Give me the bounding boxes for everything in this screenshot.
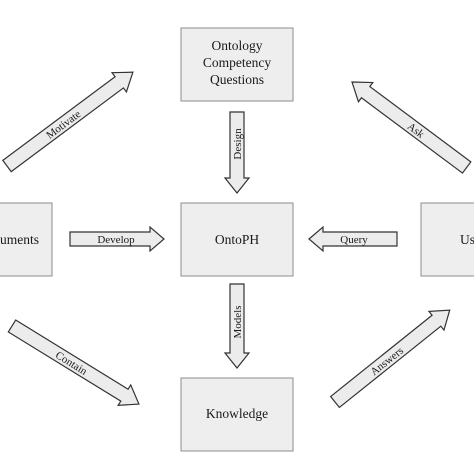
ask-arrow: Ask (351, 81, 472, 174)
models-label: Models (232, 306, 244, 339)
documents-label: uments (0, 232, 39, 247)
design-label: Design (232, 128, 244, 160)
competency-line-2: Competency (203, 55, 271, 70)
ontoph-box: OntoPH (180, 202, 294, 277)
develop-label: Develop (97, 234, 135, 246)
models-arrow (223, 283, 251, 369)
ontoph-label: OntoPH (215, 232, 260, 247)
users-label: Us (460, 232, 474, 247)
contain-arrow: Contain (7, 319, 140, 407)
design-arrow (223, 111, 251, 194)
motivate-arrow: Motivate (1, 71, 134, 173)
query-label: Query (340, 234, 368, 246)
develop-arrow: Develop (69, 225, 165, 253)
competency-line-1: Ontology (211, 38, 262, 53)
answers-arrow: Answers (329, 309, 451, 409)
knowledge-box: Knowledge (180, 377, 294, 452)
competency-line-3: Questions (210, 72, 264, 87)
knowledge-label: Knowledge (206, 406, 268, 421)
users-box: Us (420, 202, 474, 277)
query-arrow: Query (308, 225, 398, 253)
documents-box: uments (0, 202, 53, 277)
competency-questions-box: Ontology Competency Questions (180, 27, 294, 102)
